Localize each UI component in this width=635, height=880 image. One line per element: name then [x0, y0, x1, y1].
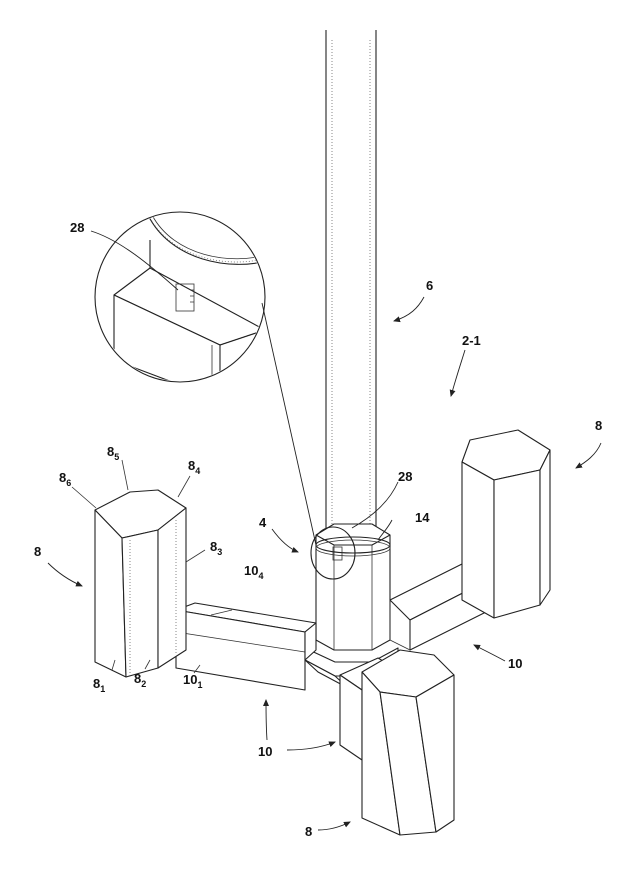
center-socket — [311, 524, 390, 650]
tower-column — [326, 30, 376, 540]
foot-front — [362, 650, 454, 835]
label-10-right: 10 — [508, 656, 522, 671]
label-8-2: 82 — [134, 671, 146, 689]
label-14: 14 — [415, 510, 430, 525]
label-6: 6 — [426, 278, 433, 293]
foot-right — [462, 430, 550, 618]
label-28-main: 28 — [398, 469, 412, 484]
foot-left — [95, 490, 186, 677]
label-4: 4 — [259, 515, 267, 530]
label-8-left: 8 — [34, 544, 41, 559]
label-8-4: 84 — [188, 458, 200, 476]
label-8-right: 8 — [595, 418, 602, 433]
label-8-5: 85 — [107, 444, 119, 462]
label-10-1: 101 — [183, 672, 202, 690]
label-28-inset: 28 — [70, 220, 84, 235]
label-8-6: 86 — [59, 470, 71, 488]
label-8-bottom: 8 — [305, 824, 312, 839]
label-2-1: 2-1 — [462, 333, 481, 348]
label-10-bottom: 10 — [258, 744, 272, 759]
label-8-1: 81 — [93, 676, 105, 694]
label-10-4: 104 — [244, 563, 263, 581]
label-8-3: 83 — [210, 539, 222, 557]
